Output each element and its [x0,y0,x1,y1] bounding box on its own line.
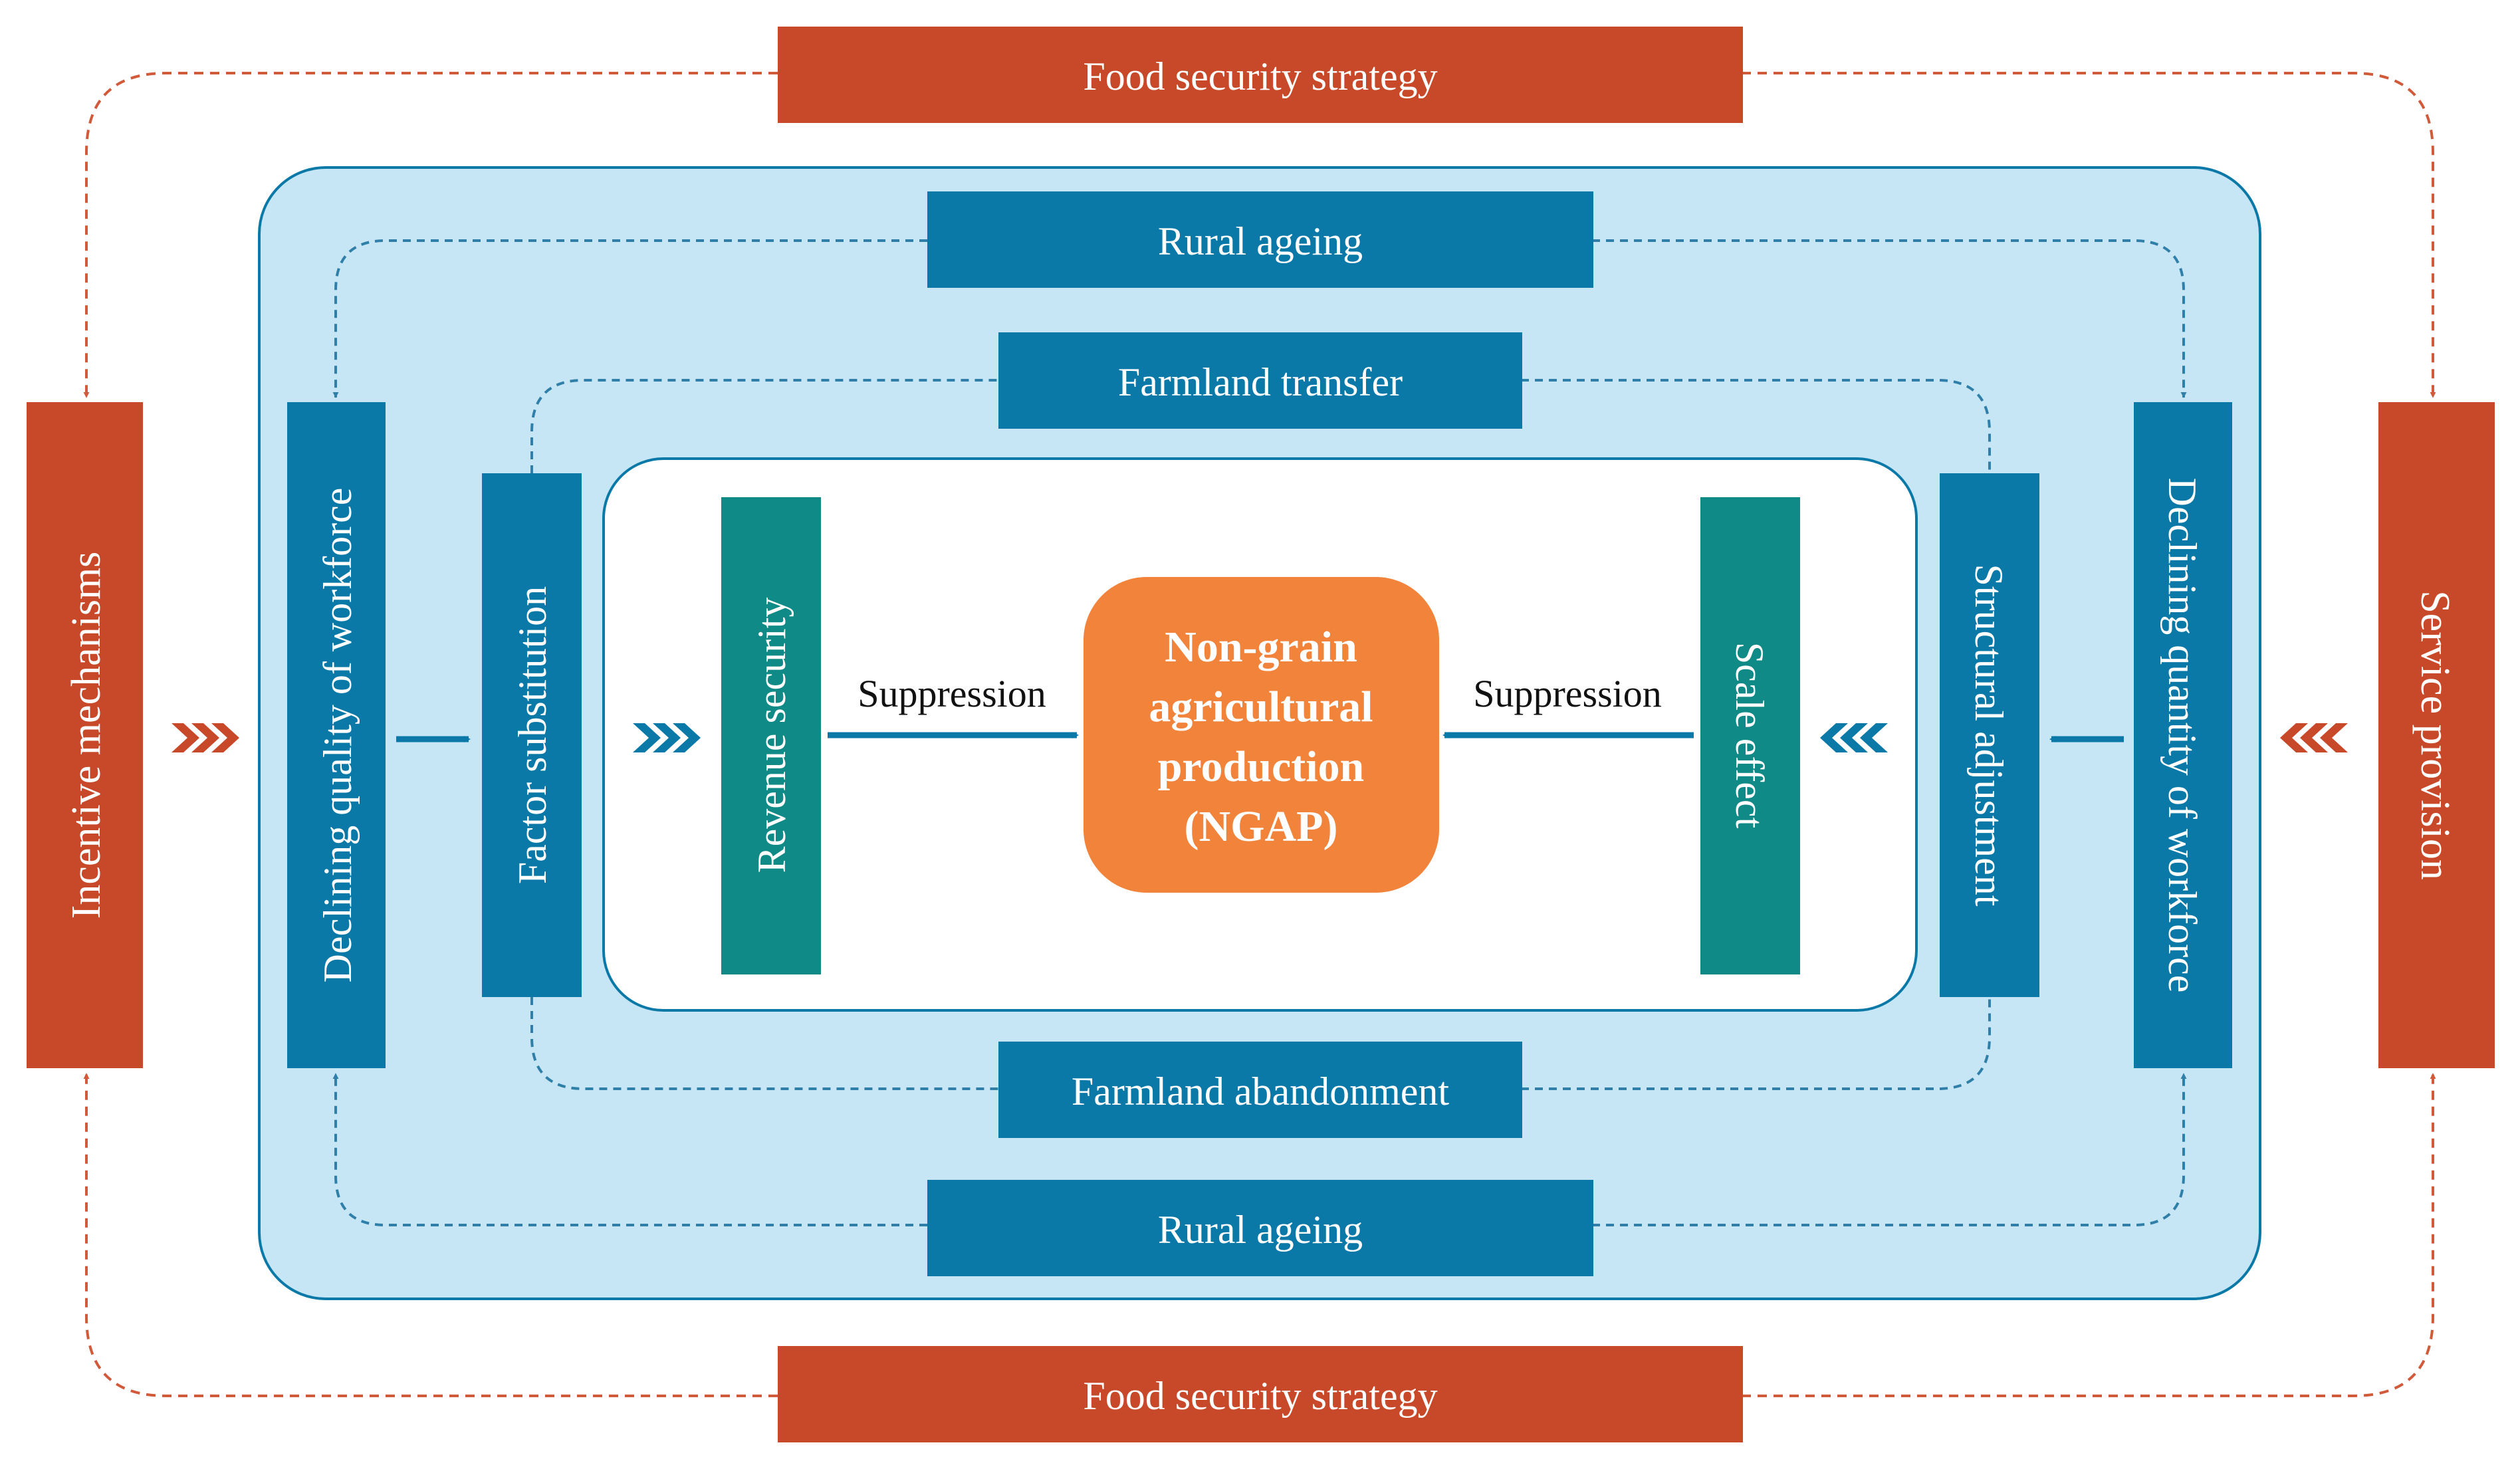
revenue-security-label: Revenue security [750,598,794,873]
scale-effect-box: Scale effect [1700,497,1800,974]
outer-loop-bottom-left [83,1073,778,1397]
middle-loop-top-right [1592,239,2187,398]
food-security-bottom-box: Food security strategy [778,1346,1743,1442]
farmland-abandonment-box: Farmland abandonment [998,1042,1522,1138]
declining-quantity-box: Declining quantity of workforce [2134,402,2232,1068]
outer-loop-bottom-right [1742,1073,2436,1397]
suppression-left-label: Suppression [858,672,1046,715]
incentive-mechanisms-box: Incentive mechanisms [27,402,143,1068]
inner-loop-top [530,379,1991,473]
scale-effect-label: Scale effect [1728,642,1772,829]
middle-loop-bottom-right [1592,1073,2187,1226]
food-security-top-label: Food security strategy [1083,55,1437,98]
service-provision-label: Service provision [2412,590,2458,880]
declining-quantity-label: Declining quantity of workforce [2160,478,2204,993]
rural-ageing-top-box: Rural ageing [927,191,1593,288]
food-security-top-box: Food security strategy [778,27,1743,123]
incentive-mechanisms-label: Incentive mechanisms [64,552,109,919]
ngap-box: Non-grain agricultural production (NGAP) [1084,577,1439,893]
rural-ageing-top-label: Rural ageing [1158,219,1363,263]
rural-ageing-bottom-box: Rural ageing [927,1180,1593,1276]
factor-substitution-box: Factor substitution [482,473,582,997]
inner-dashed-loops [530,379,1991,1090]
factor-substitution-label: Factor substitution [511,586,554,884]
rural-ageing-bottom-label: Rural ageing [1158,1208,1363,1252]
chevron-right-icon-red [172,723,239,752]
middle-loop-top-left [332,239,927,398]
outer-loop-top-left [83,72,778,398]
declining-quality-label: Declining quality of workforce [316,488,360,983]
middle-dashed-loops [332,239,2187,1226]
revenue-security-box: Revenue security [721,497,821,974]
ngap-label-line-2: agricultural [1149,683,1373,731]
food-security-bottom-label: Food security strategy [1083,1374,1437,1418]
structural-adjustment-label: Structural adjustment [1967,564,2011,907]
chevron-right-icon-blue [633,723,701,752]
inner-loop-bottom [530,997,1991,1090]
ngap-label-line-4: (NGAP) [1185,802,1338,851]
ngap-label-line-3: production [1158,742,1365,791]
chevron-left-icon-red [2280,723,2348,752]
chevron-left-icon-blue [1820,723,1888,752]
declining-quality-box: Declining quality of workforce [287,402,386,1068]
suppression-right-arrow: Suppression [1442,672,1694,738]
outer-loop-top-right [1742,72,2436,398]
suppression-left-arrow: Suppression [828,672,1079,738]
farmland-transfer-label: Farmland transfer [1118,360,1403,404]
middle-loop-bottom-left [332,1073,927,1226]
outer-dashed-loops [83,72,2436,1397]
farmland-abandonment-label: Farmland abandonment [1072,1070,1450,1113]
suppression-right-label: Suppression [1473,672,1662,715]
farmland-transfer-box: Farmland transfer [998,332,1522,429]
ngap-label-line-1: Non-grain [1165,623,1357,671]
service-provision-box: Service provision [2378,402,2495,1068]
structural-adjustment-box: Structural adjustment [1940,473,2039,997]
